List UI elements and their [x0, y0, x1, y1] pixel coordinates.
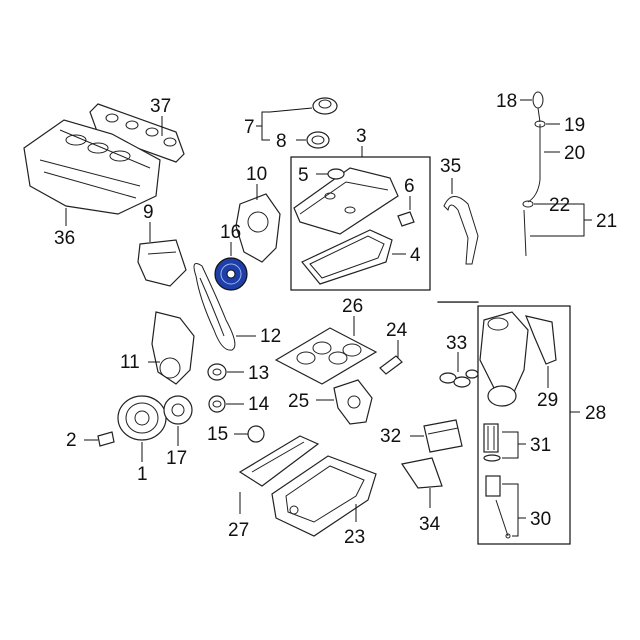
oil-filter-element-part: [483, 423, 501, 462]
callout-17: 17: [166, 448, 187, 469]
idler-part: [247, 425, 265, 443]
oil-filter-group-box: [477, 305, 571, 545]
callout-37: 37: [150, 96, 171, 117]
oil-cooler-part: [423, 419, 463, 453]
oil-filler-cap-part: [312, 97, 338, 115]
callout-20: 20: [564, 143, 585, 164]
callout-16: 16: [220, 222, 241, 243]
callout-36: 36: [54, 228, 75, 249]
callout-23: 23: [344, 527, 365, 548]
lower-timing-cover-part: [151, 311, 195, 385]
timing-cover-part: [235, 193, 281, 263]
upper-timing-cover-part: [137, 239, 187, 287]
intake-gasket-part: [89, 103, 185, 163]
crankshaft-pulley-highlighted-part: [214, 257, 248, 291]
callout-13: 13: [248, 363, 269, 384]
callout-32: 32: [380, 426, 401, 447]
callout-30: 30: [530, 509, 551, 530]
callout-1: 1: [137, 464, 148, 485]
callout-24: 24: [386, 320, 408, 341]
oil-baffle-part: [238, 435, 320, 487]
callout-27: 27: [228, 520, 249, 541]
timing-belt-part: [193, 263, 236, 351]
callout-34: 34: [419, 514, 441, 535]
callout-7: 7: [244, 117, 255, 138]
cylinder-head-gasket-part: [274, 327, 378, 385]
valve-cover-part: [293, 167, 399, 235]
idler-pulley-part: [208, 395, 226, 413]
crankshaft-damper-part: [117, 395, 167, 441]
oil-pan-part: [271, 455, 377, 537]
callout-33: 33: [446, 333, 467, 354]
crank-sprocket-part: [163, 395, 193, 425]
callout-3: 3: [356, 126, 367, 147]
callout-15: 15: [207, 424, 228, 445]
damper-bolt-part: [97, 431, 115, 447]
callout-21: 21: [596, 211, 617, 232]
callout-5: 5: [298, 165, 309, 186]
oil-cap-part: [327, 168, 345, 180]
cap-seal-part: [306, 131, 330, 149]
callout-35: 35: [440, 156, 461, 177]
callout-28: 28: [585, 403, 606, 424]
callout-11: 11: [120, 352, 140, 373]
callout-31: 31: [530, 435, 551, 456]
tensioner-pulley-part: [207, 363, 227, 381]
oil-pump-part: [333, 379, 373, 425]
dipstick-part: [522, 91, 546, 257]
pcv-valve-part: [397, 211, 415, 227]
housing-gasket-part: [525, 315, 557, 365]
callout-10: 10: [246, 164, 267, 185]
callout-9: 9: [143, 202, 154, 223]
oil-filter-housing-part: [479, 311, 529, 407]
callout-25: 25: [288, 391, 309, 412]
callout-19: 19: [564, 115, 585, 136]
callout-29: 29: [537, 390, 558, 411]
bracket-part: [401, 457, 443, 489]
intake-manifold-part: [23, 119, 161, 215]
breather-hose-part: [443, 196, 479, 265]
callout-4: 4: [410, 245, 421, 266]
valve-cover-group-box: [290, 156, 431, 291]
filter-cap-part: [485, 475, 511, 539]
callout-22: 22: [549, 195, 570, 216]
callout-12: 12: [260, 326, 281, 347]
callout-26: 26: [342, 296, 363, 317]
callout-6: 6: [404, 176, 415, 197]
callout-8: 8: [276, 131, 287, 152]
valve-cover-gasket-part: [301, 229, 393, 285]
sensor-part: [379, 355, 403, 375]
callout-14: 14: [248, 394, 270, 415]
callout-18: 18: [496, 91, 517, 112]
oring-set-part: [439, 369, 479, 388]
callout-2: 2: [66, 430, 77, 451]
